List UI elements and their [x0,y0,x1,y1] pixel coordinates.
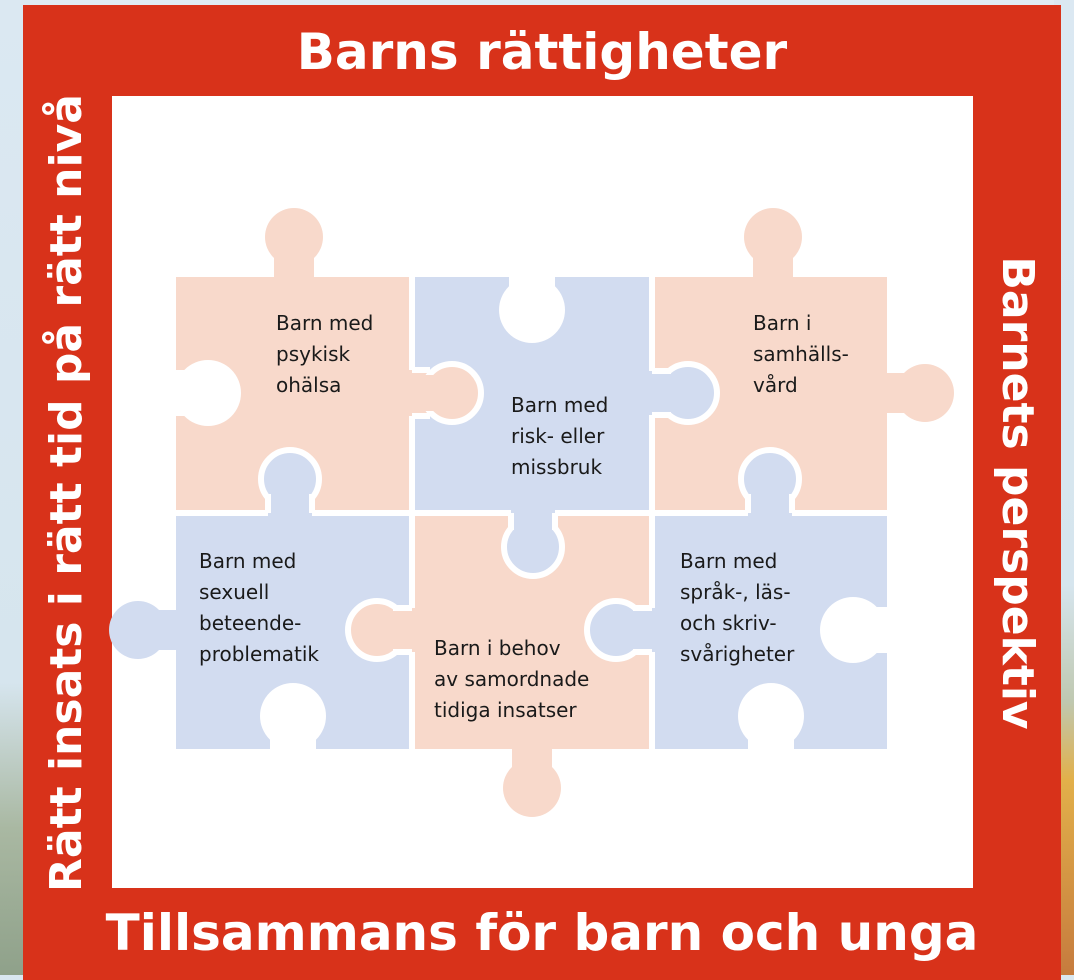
piece-6-right-socket [820,597,890,663]
piece-4-bottom-socket [260,683,326,753]
piece-1-line-3: ohälsa [276,373,342,397]
piece-5-left-tab [345,598,418,662]
piece-3-top-tab-knob [744,208,802,266]
piece-1-left-socket [172,360,241,426]
piece-6-line-3: och skriv- [680,611,777,635]
background-strip-top [0,0,1074,5]
piece-1-top-tab-knob [265,208,323,266]
piece-4-top-tab [258,447,322,520]
piece-3-right-tab-knob [896,364,954,422]
piece-seams [176,277,887,749]
piece-4-line-1: Barn med [199,549,297,573]
piece-2-right-tab [646,361,720,425]
piece-1-right-tab [400,361,484,425]
piece-6-line-2: språk-, läs- [680,580,791,604]
piece-6-bottom-socket [738,683,804,753]
piece-4-line-2: sexuell [199,580,270,604]
piece-1-line-2: psykisk [276,342,351,366]
piece-2-label: Barn med risk- eller missbruk [511,390,608,483]
piece-4-left-tab-knob [109,601,167,659]
piece-2-line-2: risk- eller [511,424,605,448]
piece-5-line-1: Barn i behov [434,636,561,660]
piece-1-label: Barn med psykisk ohälsa [276,308,373,401]
piece-6-line-4: svårigheter [680,642,795,666]
piece-6-label: Barn med språk-, läs- och skriv- svårigh… [680,546,794,670]
piece-5-bottom-tab-knob [503,759,561,817]
piece-2-bottom-tab [501,505,565,579]
piece-2-line-3: missbruk [511,455,603,479]
piece-4-line-3: beteende- [199,611,302,635]
piece-6-top-tab [738,447,802,520]
piece-5-line-2: av samordnade [434,667,590,691]
piece-2-top-socket [499,273,565,343]
piece-2-line-1: Barn med [511,393,609,417]
piece-3-label: Barn i samhälls- vård [753,308,849,401]
piece-4-line-4: problematik [199,642,319,666]
piece-3-line-3: vård [753,373,798,397]
piece-5-label: Barn i behov av samordnade tidiga insats… [434,633,589,726]
piece-1-line-1: Barn med [276,311,374,335]
piece-6-line-1: Barn med [680,549,778,573]
piece-3-line-1: Barn i [753,311,812,335]
piece-6-left-tab [584,598,658,662]
frame-title-top: Barns rättigheter [296,23,788,81]
piece-5-line-3: tidiga insatser [434,698,577,722]
frame-title-bottom: Tillsammans för barn och unga [105,904,979,962]
piece-4-label: Barn med sexuell beteende- problematik [199,546,319,670]
piece-3-line-2: samhälls- [753,342,849,366]
